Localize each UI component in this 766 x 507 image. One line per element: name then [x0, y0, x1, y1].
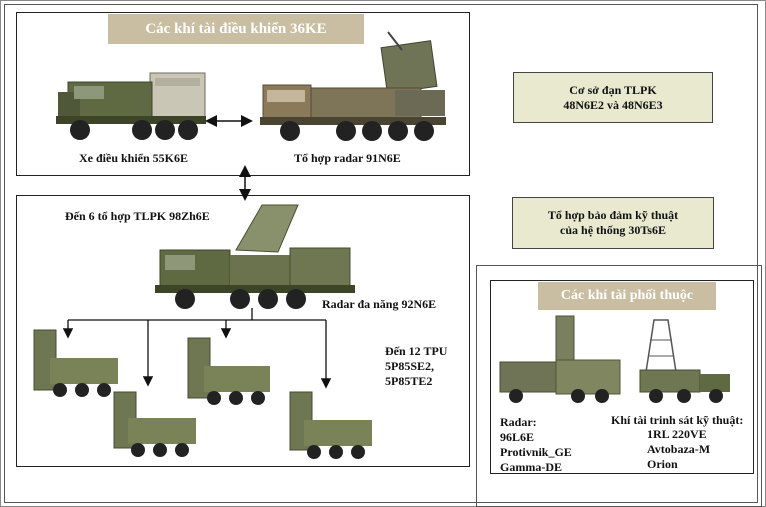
attached-radar-list: Radar: 96L6E Protivnik_GE Gamma-DE — [500, 415, 572, 475]
tpu-line-1: Đến 12 TPU — [385, 344, 448, 358]
tpu-line-3: 5P85TE2 — [385, 374, 433, 388]
ammo-line-1: Cơ sở đạn TLPK — [569, 82, 657, 97]
launcher-distribution-lines — [62, 308, 332, 389]
support-line-1: Tổ hợp bảo đảm kỹ thuật — [547, 208, 679, 222]
radar-92n6e-image — [155, 204, 355, 309]
attached-equipment-title: Các khí tài phối thuộc — [538, 282, 716, 310]
attached-radar-line-2: 96L6E — [500, 430, 535, 444]
command-vehicle-label: Xe điều khiển 55K6E — [79, 151, 189, 165]
recon-line-3: Orion — [647, 457, 678, 471]
ammo-line-2: 48N6E2 và 48N6E3 — [563, 97, 663, 112]
tpu-label: Đến 12 TPU 5P85SE2, 5P85TE2 — [385, 344, 447, 389]
launcher-image-3 — [187, 337, 270, 405]
technical-support-box: Tổ hợp bảo đảm kỹ thuật của hệ thống 30T… — [512, 197, 714, 249]
launcher-image-1 — [33, 329, 118, 397]
control-equipment-title: Các khí tài điều khiển 36KE — [108, 14, 364, 44]
recon-line-2: Avtobaza-M — [647, 442, 711, 456]
radar-96l6e-image — [499, 315, 621, 403]
attached-radar-line-3: Protivnik_GE — [500, 445, 572, 459]
radar-91n6e-label: Tổ hợp radar 91N6E — [294, 151, 401, 165]
complex-count-label: Đến 6 tổ hợp TLPK 98Zh6E — [65, 209, 210, 223]
command-vehicle-image — [56, 72, 206, 140]
attached-radar-line-1: Radar: — [500, 415, 537, 429]
support-line-2: của hệ thống 30Ts6E — [560, 223, 666, 237]
recon-equipment-list: 1RL 220VE Avtobaza-M Orion — [647, 427, 710, 472]
tpu-line-2: 5P85SE2, — [385, 359, 435, 373]
missile-ammo-base-box: Cơ sở đạn TLPK 48N6E2 và 48N6E3 — [513, 72, 713, 123]
recon-line-1: 1RL 220VE — [647, 427, 707, 441]
recon-equipment-title: Khí tài trinh sát kỹ thuật: — [611, 413, 744, 427]
recon-vehicle-image — [639, 319, 730, 403]
attached-equipment-box — [490, 280, 754, 474]
radar-91n6e-image — [260, 31, 446, 141]
attached-radar-line-4: Gamma-DE — [500, 460, 562, 474]
main-frame — [4, 4, 758, 503]
launcher-image-2 — [113, 391, 196, 457]
launcher-image-4 — [289, 391, 372, 459]
radar-92n6e-label: Radar đa năng 92N6E — [322, 297, 437, 311]
